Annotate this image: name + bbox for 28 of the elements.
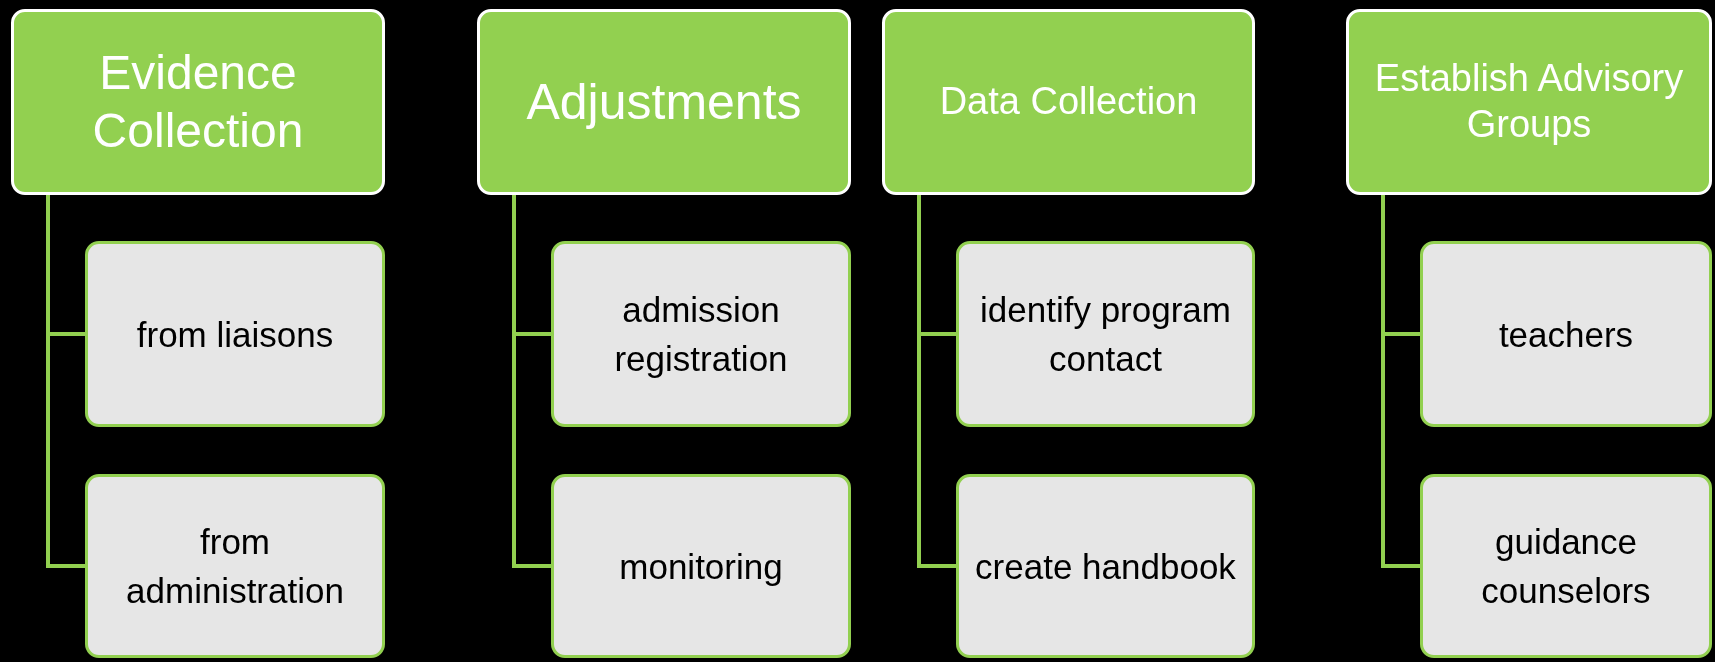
item-text: guidance counselors bbox=[1480, 521, 1652, 612]
item-text: from administration bbox=[125, 521, 345, 612]
item-box bbox=[85, 241, 385, 427]
category-title: Adjustments bbox=[526, 73, 802, 132]
category-box bbox=[11, 9, 385, 195]
connector-line bbox=[46, 195, 85, 568]
item-box bbox=[1420, 474, 1712, 658]
connector-line bbox=[512, 195, 551, 568]
connector-line bbox=[1381, 195, 1420, 568]
category-title: Establish Advisory Groups bbox=[1373, 56, 1685, 147]
item-box bbox=[551, 241, 851, 427]
item-box bbox=[551, 474, 851, 658]
item-text: admission registration bbox=[613, 289, 789, 380]
item-text: from liaisons bbox=[136, 313, 334, 356]
category-box bbox=[477, 9, 851, 195]
category-box bbox=[1346, 9, 1712, 195]
item-text: teachers bbox=[1498, 313, 1634, 356]
item-box bbox=[956, 474, 1255, 658]
item-box bbox=[85, 474, 385, 658]
item-text: create handbook bbox=[975, 545, 1236, 588]
item-text: monitoring bbox=[619, 545, 783, 588]
item-text: identify program contact bbox=[979, 289, 1232, 380]
item-box bbox=[956, 241, 1255, 427]
connector-line bbox=[917, 195, 956, 568]
category-title: Data Collection bbox=[939, 79, 1198, 125]
item-box bbox=[1420, 241, 1712, 427]
category-box bbox=[882, 9, 1255, 195]
category-title: Evidence Collection bbox=[91, 45, 305, 159]
